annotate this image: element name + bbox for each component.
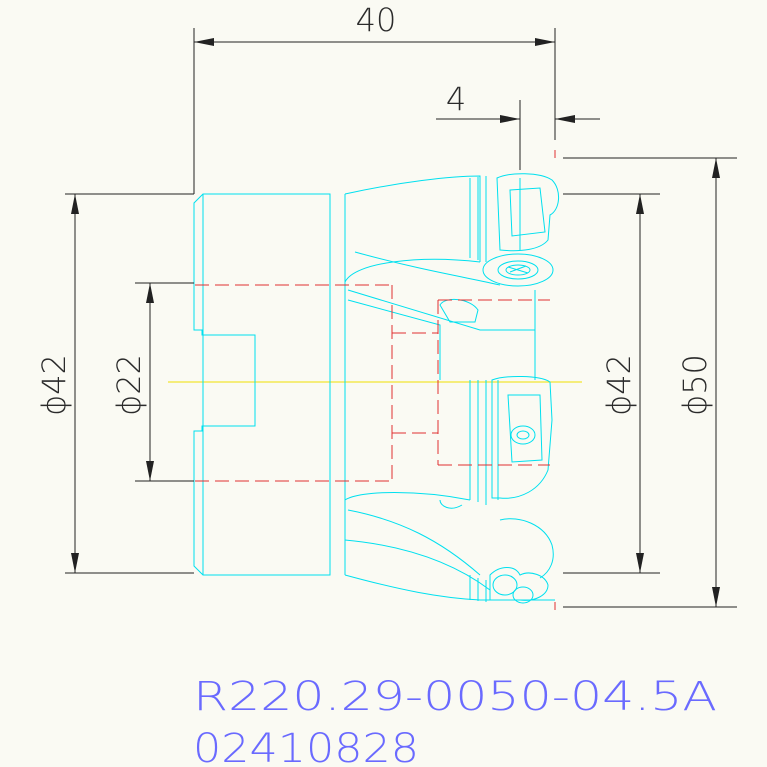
hidden-lines <box>195 150 556 610</box>
dim-dia-body-left: ϕ42 <box>35 354 73 416</box>
dimension-lines <box>65 28 737 608</box>
tool-body-outline <box>193 173 559 604</box>
dim-dia-cutting: ϕ50 <box>676 354 714 416</box>
dim-dia-body-right: ϕ42 <box>600 354 638 416</box>
part-code: 02410828 <box>193 726 419 767</box>
dim-length-total: 40 <box>356 1 397 39</box>
dim-length-small: 4 <box>446 80 466 118</box>
dim-dia-bore: ϕ22 <box>110 354 148 416</box>
part-number: R220.29-0050-04.5A <box>193 674 717 720</box>
